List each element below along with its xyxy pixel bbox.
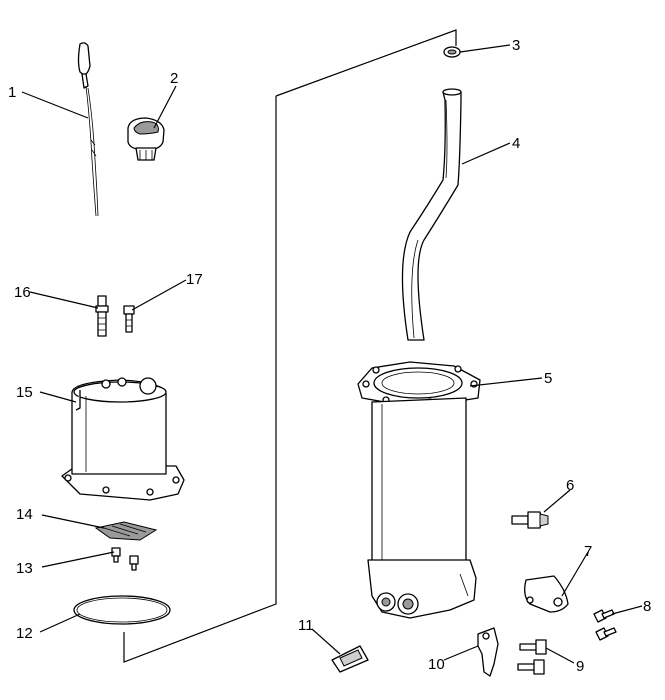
part-3-seal xyxy=(443,46,461,58)
callout-2: 2 xyxy=(170,70,178,87)
part-1-dipstick xyxy=(77,42,99,217)
callout-7: 7 xyxy=(584,543,592,560)
callout-15: 15 xyxy=(16,384,33,401)
callout-8: 8 xyxy=(643,598,651,615)
part-4-tube xyxy=(401,88,462,341)
part-16-stud xyxy=(95,295,109,337)
part-12-o-ring xyxy=(73,595,171,625)
part-10-clip xyxy=(477,627,499,677)
callout-13: 13 xyxy=(16,560,33,577)
part-9-bolts xyxy=(517,639,547,675)
part-15-cooler-housing xyxy=(61,377,185,501)
callout-6: 6 xyxy=(566,477,574,494)
part-6-sensor xyxy=(511,511,549,529)
callout-12: 12 xyxy=(16,625,33,642)
leader-lines xyxy=(21,44,643,664)
part-5-housing xyxy=(357,361,481,619)
callout-10: 10 xyxy=(428,656,445,673)
part-17-bolt xyxy=(123,305,135,333)
callout-3: 3 xyxy=(512,37,520,54)
part-2-oil-fill-cap xyxy=(127,117,165,161)
part-13-bolts xyxy=(111,547,139,571)
callout-1: 1 xyxy=(8,84,16,101)
callout-11: 11 xyxy=(298,617,314,634)
callout-4: 4 xyxy=(512,135,520,152)
part-14-gasket xyxy=(94,521,158,541)
assembly-group-boundary-left xyxy=(123,96,277,663)
part-7-bracket xyxy=(524,575,569,613)
assembly-group-boundary xyxy=(275,29,457,97)
callout-17: 17 xyxy=(186,271,203,288)
callout-16: 16 xyxy=(14,284,31,301)
callout-5: 5 xyxy=(544,370,552,387)
callout-9: 9 xyxy=(576,658,584,675)
part-8-bolts xyxy=(593,609,617,641)
part-11-connector xyxy=(331,645,369,673)
callout-14: 14 xyxy=(16,506,33,523)
